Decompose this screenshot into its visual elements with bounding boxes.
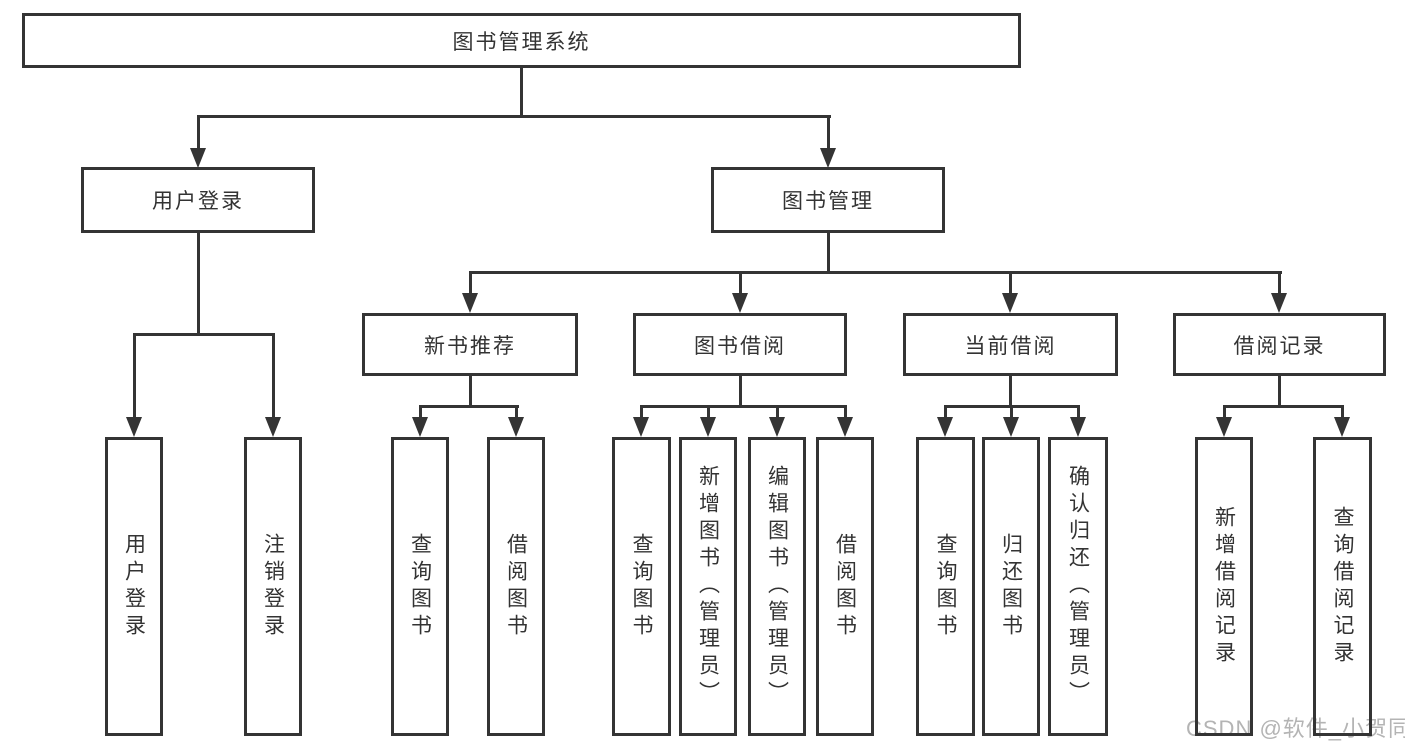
arrowhead-down-icon: [1070, 417, 1086, 437]
csdn-watermark: CSDN @软件_小贺同学: [1186, 716, 1405, 741]
connector-line-horizontal: [197, 115, 831, 118]
connector-line-vertical: [1077, 405, 1080, 418]
connector-line-horizontal: [133, 333, 275, 336]
connector-line-vertical: [515, 405, 518, 418]
node-current-borrow: 当前借阅: [903, 313, 1118, 376]
arrowhead-down-icon: [937, 417, 953, 437]
connector-line-vertical: [776, 405, 779, 418]
arrowhead-down-icon: [265, 417, 281, 437]
connector-line-vertical: [1341, 405, 1344, 418]
node-label: 查询图书: [630, 532, 653, 641]
node-confirm-return-admin: 确认归还（管理员）: [1048, 437, 1108, 736]
connector-line-vertical: [1010, 405, 1013, 418]
node-add-borrow-record: 新增借阅记录: [1195, 437, 1253, 736]
connector-line-vertical: [272, 333, 275, 418]
node-label: 归还图书: [999, 532, 1023, 641]
connector-line-vertical: [1223, 405, 1226, 418]
node-label: 确认归还（管理员）: [1066, 465, 1090, 708]
connector-line-vertical: [640, 405, 643, 418]
node-new-book-recommend: 新书推荐: [362, 313, 578, 376]
node-label: 用户登录: [152, 190, 244, 213]
node-query-books-current: 查询图书: [916, 437, 975, 736]
connector-line-vertical: [197, 232, 200, 335]
arrowhead-down-icon: [1002, 293, 1018, 313]
connector-line-horizontal: [469, 271, 1282, 274]
connector-line-vertical: [419, 405, 422, 418]
connector-line-vertical: [1009, 271, 1012, 294]
connector-line-vertical: [944, 405, 947, 418]
node-return-books: 归还图书: [982, 437, 1040, 736]
node-borrow-records: 借阅记录: [1173, 313, 1386, 376]
node-book-borrow: 图书借阅: [633, 313, 847, 376]
node-query-borrow-record: 查询借阅记录: [1313, 437, 1372, 736]
connector-line-horizontal: [1223, 405, 1344, 408]
node-borrow-books-action: 借阅图书: [816, 437, 874, 736]
node-book-management: 图书管理: [711, 167, 945, 233]
arrowhead-down-icon: [1271, 293, 1287, 313]
arrowhead-down-icon: [1334, 417, 1350, 437]
node-label: 借阅记录: [1233, 334, 1326, 358]
connector-line-vertical: [1009, 375, 1012, 408]
arrowhead-down-icon: [700, 417, 716, 437]
arrowhead-down-icon: [412, 417, 428, 437]
connector-line-vertical: [739, 271, 742, 294]
node-library-system: 图书管理系统: [22, 13, 1021, 68]
connector-line-vertical: [1278, 271, 1281, 294]
connector-line-vertical: [844, 405, 847, 418]
node-label: 新书推荐: [424, 334, 516, 358]
node-borrow-books-recommend: 借阅图书: [487, 437, 545, 736]
arrowhead-down-icon: [190, 148, 206, 168]
connector-line-vertical: [469, 375, 472, 408]
arrowhead-down-icon: [508, 417, 524, 437]
arrowhead-down-icon: [732, 293, 748, 313]
connector-line-vertical: [197, 115, 200, 149]
connector-line-horizontal: [419, 405, 519, 408]
arrowhead-down-icon: [126, 417, 142, 437]
node-user-login: 用户登录: [81, 167, 315, 233]
node-label: 编辑图书（管理员）: [765, 465, 789, 708]
node-label: 借阅图书: [833, 532, 857, 641]
connector-line-vertical: [469, 271, 472, 294]
node-logout-action: 注销登录: [244, 437, 302, 736]
node-query-books-recommend: 查询图书: [391, 437, 449, 736]
connector-line-horizontal: [640, 405, 847, 408]
node-label: 查询借阅记录: [1331, 505, 1354, 668]
node-label: 当前借阅: [964, 334, 1057, 358]
arrowhead-down-icon: [633, 417, 649, 437]
node-label: 注销登录: [261, 532, 285, 641]
connector-line-vertical: [520, 67, 523, 118]
arrowhead-down-icon: [820, 148, 836, 168]
node-label: 图书管理: [782, 190, 874, 213]
connector-line-vertical: [827, 232, 830, 274]
arrowhead-down-icon: [1216, 417, 1232, 437]
node-label: 图书管理系统: [452, 30, 591, 54]
node-add-books-admin: 新增图书（管理员）: [679, 437, 737, 736]
arrowhead-down-icon: [1003, 417, 1019, 437]
node-user-login-action: 用户登录: [105, 437, 163, 736]
node-label: 借阅图书: [504, 532, 528, 641]
node-label: 用户登录: [122, 532, 146, 641]
node-label: 新增图书（管理员）: [696, 465, 720, 708]
node-label: 新增借阅记录: [1212, 505, 1236, 668]
connector-line-vertical: [739, 375, 742, 408]
arrowhead-down-icon: [462, 293, 478, 313]
connector-line-vertical: [707, 405, 710, 418]
connector-line-vertical: [133, 333, 136, 418]
node-edit-books-admin: 编辑图书（管理员）: [748, 437, 806, 736]
node-label: 查询图书: [408, 532, 432, 641]
arrowhead-down-icon: [769, 417, 785, 437]
node-query-books-borrow: 查询图书: [612, 437, 671, 736]
arrowhead-down-icon: [837, 417, 853, 437]
connector-line-vertical: [827, 115, 830, 149]
node-label: 图书借阅: [694, 334, 786, 358]
connector-line-vertical: [1278, 375, 1281, 408]
node-label: 查询图书: [934, 532, 957, 641]
